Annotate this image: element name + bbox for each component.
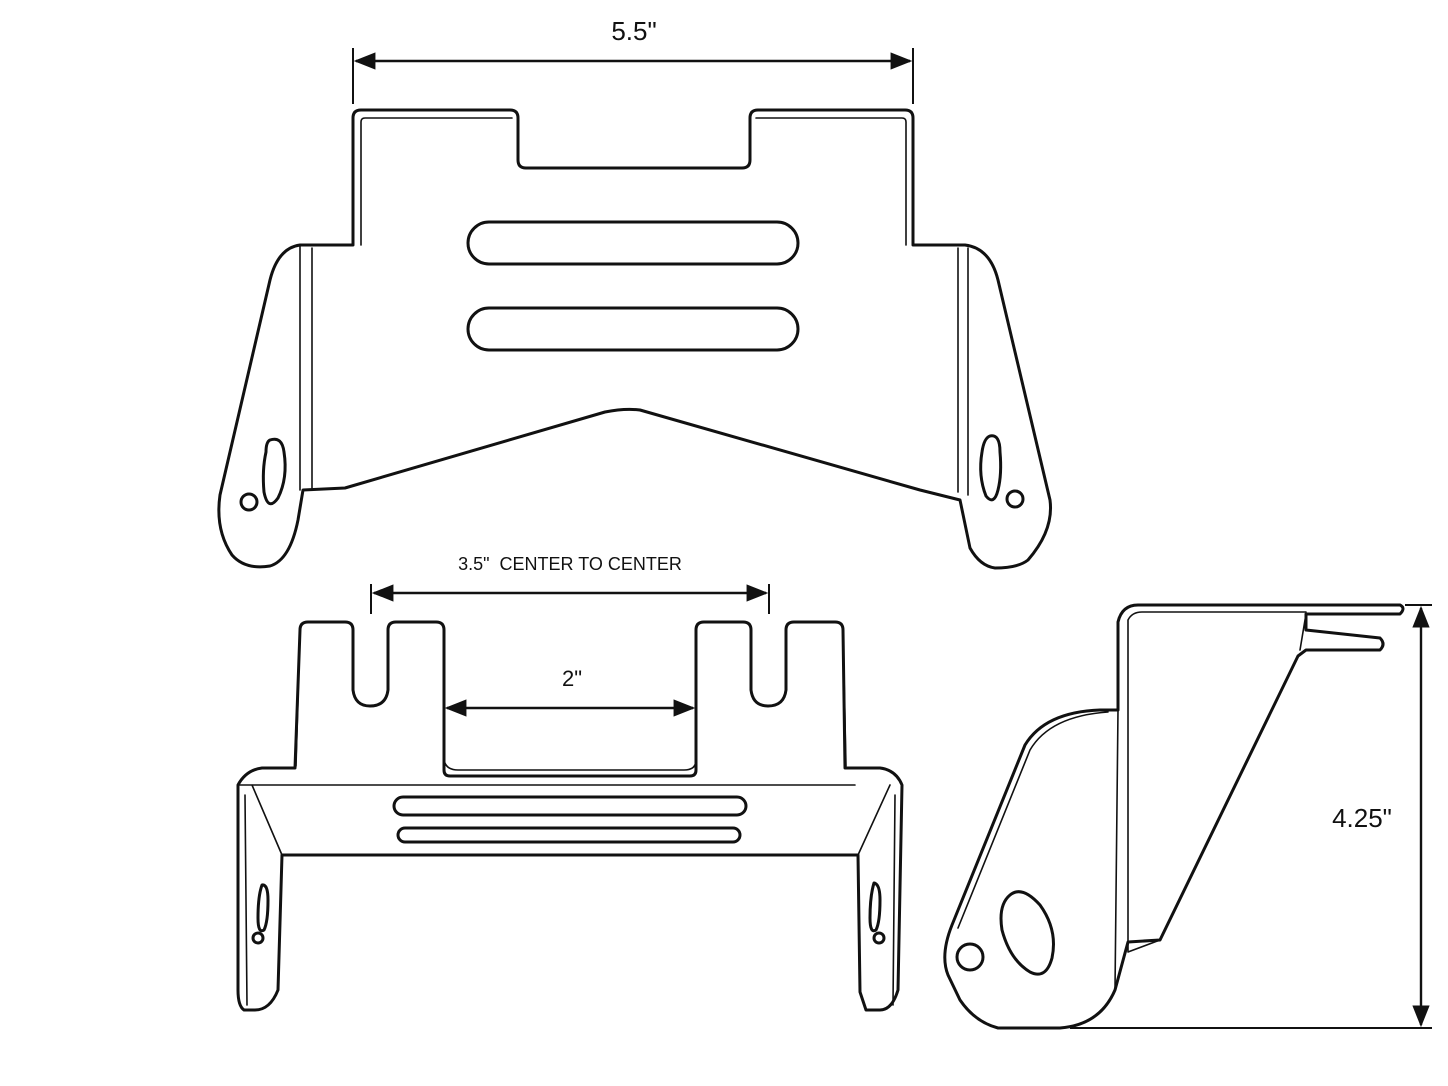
dimension-inner-width: 2" — [444, 666, 696, 717]
top-left-keyhole — [261, 437, 287, 506]
bracket-side-view — [943, 603, 1405, 1030]
front-view-tab-edge-right — [842, 629, 847, 767]
front-view-inner-ledge — [237, 759, 891, 856]
front-view-left-flange-inner — [244, 794, 248, 1006]
front-left-keyhole — [256, 883, 270, 933]
front-slot-lower — [396, 826, 742, 844]
side-view-outline — [943, 603, 1405, 1030]
front-slot-upper — [392, 795, 748, 817]
top-right-keyhole — [979, 434, 1003, 502]
dimension-inner-width-label: 2" — [562, 666, 582, 691]
bracket-front-view — [236, 620, 904, 1012]
top-left-hole — [239, 492, 259, 512]
front-left-hole — [251, 931, 265, 945]
dimension-center-to-center: 3.5" CENTER TO CENTER — [370, 554, 770, 614]
front-right-keyhole — [868, 881, 882, 933]
dimension-top-width: 5.5" — [352, 16, 914, 104]
side-hole — [955, 942, 985, 972]
dimension-side-height-label: 4.25" — [1332, 803, 1392, 833]
top-view-outline — [217, 108, 1053, 570]
top-slot-upper — [466, 220, 800, 266]
side-view-curve-inner — [957, 711, 1109, 929]
dimension-center-to-center-label: 3.5" CENTER TO CENTER — [458, 554, 682, 574]
side-view-inner-edges — [1114, 611, 1307, 991]
front-view-outline — [236, 620, 904, 1012]
front-view-right-flange-inner — [892, 794, 896, 1006]
front-view-tab-edge-left — [295, 629, 301, 767]
dimension-side-height: 4.25" — [1070, 604, 1432, 1029]
bracket-top-view — [217, 108, 1053, 570]
top-right-hole — [1005, 489, 1025, 509]
top-view-top-inner-edge — [360, 117, 513, 246]
front-right-hole — [872, 931, 886, 945]
dimension-top-width-label: 5.5" — [611, 16, 656, 46]
top-view-top-inner-edge-right — [755, 117, 907, 246]
side-keyhole — [999, 890, 1055, 976]
top-slot-lower — [466, 306, 800, 352]
